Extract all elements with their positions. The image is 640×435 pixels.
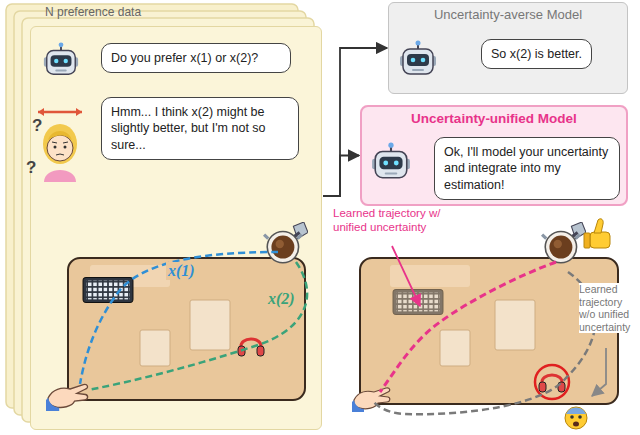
speech-bubble: Ok, I'll model your uncertainty and inte… — [434, 137, 620, 200]
leader-label: Learned trajectory w/o unified uncertain… — [579, 283, 638, 333]
model-panel: Uncertainty-averse Model So x(2) is bette… — [388, 2, 628, 94]
flow-arrow — [323, 48, 387, 196]
trajectory-label: x(1) — [166, 262, 197, 280]
model-panel: Uncertainty-unified ModelOk, I'll model … — [360, 105, 628, 206]
panel-fill — [30, 26, 322, 430]
thumbs-up — [584, 219, 610, 248]
flow-arrow — [323, 156, 359, 197]
question-mark: ? — [26, 158, 36, 178]
trajectory-label: x(2) — [266, 290, 297, 308]
speech-bubble: So x(2) is better. — [481, 39, 592, 69]
bubble-text: Hmm... I think x(2) might be slightly be… — [111, 104, 289, 153]
panel-fill — [360, 105, 628, 206]
preference-card: N preference dataDo you prefer x(1) or x… — [30, 26, 322, 430]
panel-heading: N preference data — [45, 5, 141, 19]
speech-bubble: Do you prefer x(1) or x(2)? — [101, 43, 291, 73]
question-mark: ? — [32, 116, 42, 136]
panel-heading: Uncertainty-averse Model — [389, 7, 627, 22]
bubble-text: So x(2) is better. — [491, 46, 582, 62]
person — [38, 108, 82, 182]
bubble-text: Do you prefer x(1) or x(2)? — [111, 50, 281, 66]
speech-bubble: Hmm... I think x(2) might be slightly be… — [101, 97, 299, 160]
bubble-text: Ok, I'll model your uncertainty and inte… — [444, 144, 610, 193]
scared-face — [565, 407, 587, 429]
leader-label: Learned trajectory w/ unified uncertaint… — [333, 207, 451, 235]
panel-heading: Uncertainty-unified Model — [362, 111, 626, 126]
panel-fill — [388, 2, 628, 94]
